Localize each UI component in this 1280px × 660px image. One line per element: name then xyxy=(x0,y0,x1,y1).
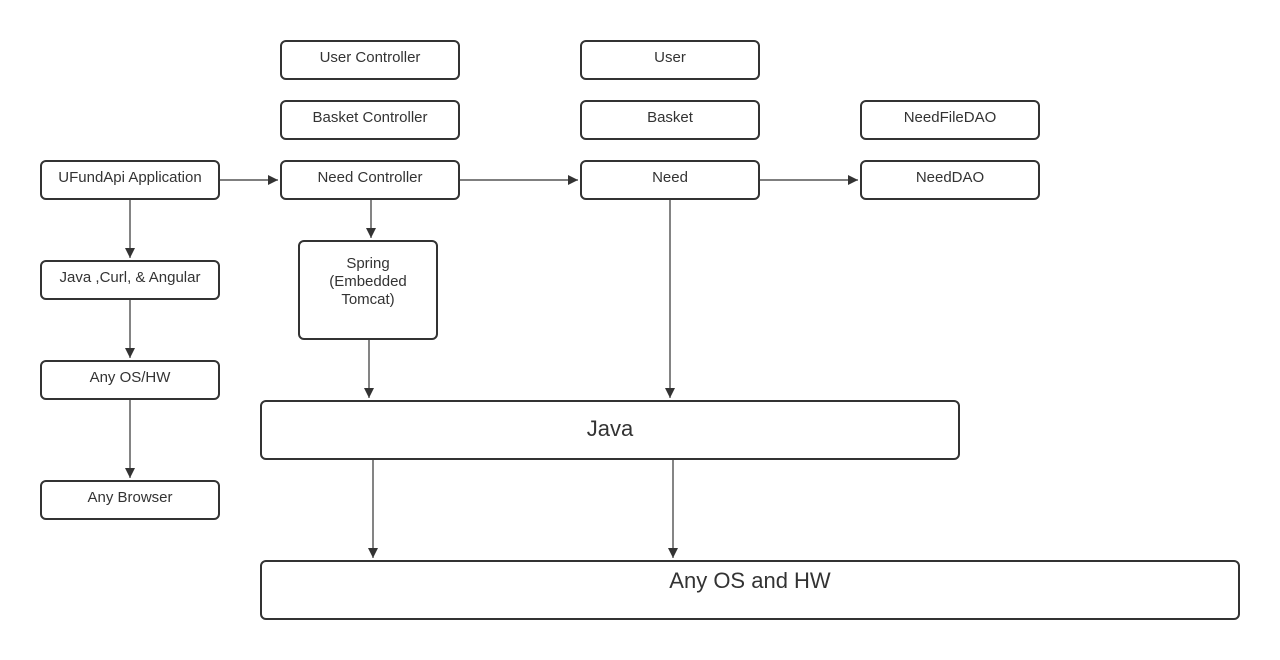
need-box: Need xyxy=(580,160,760,200)
user-controller-box: User Controller xyxy=(280,40,460,80)
need-label: Need xyxy=(652,169,688,186)
java-curl-angular-label: Java ,Curl, & Angular xyxy=(59,269,201,286)
any-os-and-hw-box: Any OS and HW xyxy=(260,560,1240,620)
need-controller-label: Need Controller xyxy=(317,169,423,186)
need-dao-label: NeedDAO xyxy=(915,169,985,186)
user-controller-label: User Controller xyxy=(319,49,421,66)
need-file-dao-label: NeedFileDAO xyxy=(903,109,997,126)
any-os-and-hw-label: Any OS and HW xyxy=(669,568,831,593)
basket-label: Basket xyxy=(647,109,693,126)
basket-controller-box: Basket Controller xyxy=(280,100,460,140)
ufundapi-application-label: UFundApi Application xyxy=(58,169,202,186)
ufundapi-application-box: UFundApi Application xyxy=(40,160,220,200)
any-browser-box: Any Browser xyxy=(40,480,220,520)
java-label: Java xyxy=(586,416,634,441)
user-box: User xyxy=(580,40,760,80)
basket-controller-label: Basket Controller xyxy=(312,109,428,126)
any-os-hw-box: Any OS/HW xyxy=(40,360,220,400)
need-file-dao-box: NeedFileDAO xyxy=(860,100,1040,140)
java-curl-angular-box: Java ,Curl, & Angular xyxy=(40,260,220,300)
any-os-hw-label: Any OS/HW xyxy=(89,369,171,386)
spring-box: Spring (Embedded Tomcat) xyxy=(298,240,438,340)
java-box: Java xyxy=(260,400,960,460)
any-browser-label: Any Browser xyxy=(87,489,173,506)
basket-box: Basket xyxy=(580,100,760,140)
spring-label: Spring (Embedded Tomcat) xyxy=(329,255,407,308)
user-label: User xyxy=(654,49,686,66)
need-dao-box: NeedDAO xyxy=(860,160,1040,200)
need-controller-box: Need Controller xyxy=(280,160,460,200)
